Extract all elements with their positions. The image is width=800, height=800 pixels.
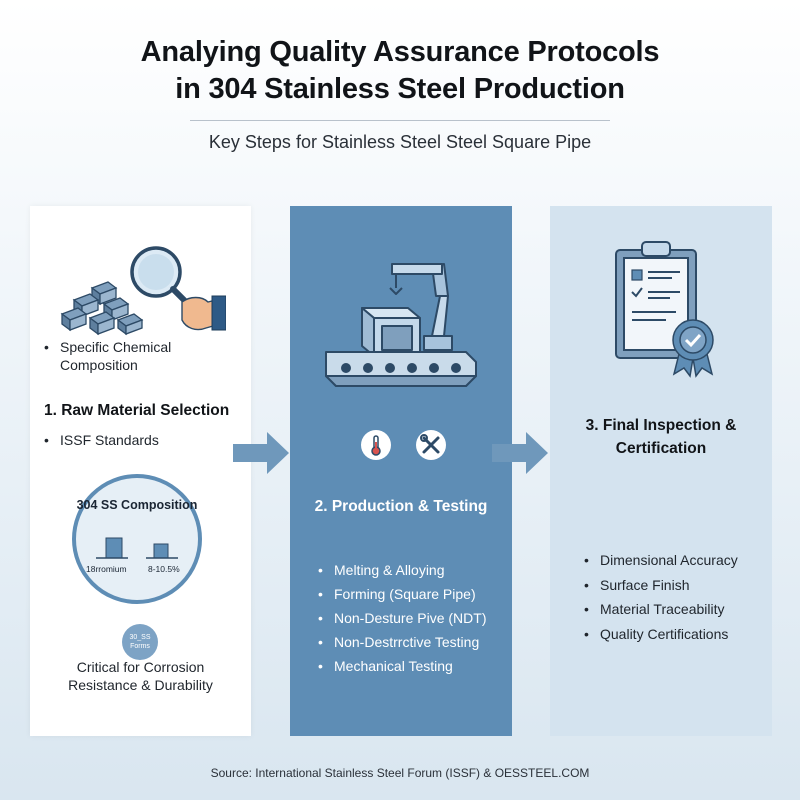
list-item: Surface Finish — [582, 573, 768, 598]
list-item: Material Traceability — [582, 597, 768, 622]
thermometer-icon — [361, 430, 391, 460]
list-item: Non-Desture Pive (NDT) — [316, 606, 506, 630]
final-inspection-illustration — [615, 241, 714, 378]
subtitle: Key Steps for Stainless Steel Steel Squa… — [208, 132, 592, 152]
bar-label-right: 8-10.5% — [148, 564, 180, 574]
step1-top-bullets: Specific Chemical Composition — [42, 338, 232, 374]
composition-bars — [96, 537, 178, 559]
hand-icon — [181, 295, 226, 331]
bar-label-left: 18rromium — [86, 564, 127, 574]
page-title: Analying Quality Assurance Protocols in … — [0, 34, 800, 108]
conveyor-robot-arm-icon — [325, 263, 477, 387]
list-item: Melting & Alloying — [316, 558, 506, 582]
list-item: ISSF Standards — [42, 432, 232, 448]
title-line-2: in 304 Stainless Steel Production — [175, 73, 625, 105]
magnifying-glass-icon — [130, 246, 191, 307]
arrow-right-icon — [233, 432, 289, 474]
raw-material-illustration — [60, 246, 226, 336]
step2-heading: 2. Production & Testing — [314, 498, 488, 515]
source-footnote: Source: International Stainless Steel Fo… — [210, 766, 590, 780]
list-item: Non-Destrrctive Testing — [316, 630, 506, 654]
list-item: Dimensional Accuracy — [582, 548, 768, 573]
list-item: Mechanical Testing — [316, 654, 506, 678]
arrow-right-icon — [492, 432, 548, 474]
grade-badge: 30_SS Forms — [122, 624, 158, 660]
title-line-1: Analying Quality Assurance Protocols — [140, 36, 660, 68]
list-item: Quality Certifications — [582, 622, 768, 647]
step1-panel: Specific Chemical Composition 1. Raw Mat… — [30, 206, 251, 736]
nickel-bar — [153, 543, 169, 559]
certification-badge-icon — [672, 319, 714, 378]
title-divider — [190, 120, 610, 121]
step3-panel: 3. Final Inspection & Certification Dime… — [550, 206, 772, 736]
step3-heading: 3. Final Inspection & Certification — [585, 417, 737, 457]
step1-heading: 1. Raw Material Selection — [44, 402, 230, 419]
step1-mid-bullets: ISSF Standards — [42, 432, 232, 448]
badge-line-1: 30_SS — [129, 634, 151, 641]
step2-bullets: Melting & Alloying Forming (Square Pipe)… — [316, 558, 506, 678]
list-item: Specific Chemical Composition — [42, 338, 232, 374]
wrench-screwdriver-icon — [416, 430, 446, 460]
composition-title: 304 SS Composition — [76, 498, 198, 512]
composition-circle: 304 SS Composition 18rromium 8-10.5% — [72, 474, 202, 604]
step2-panel: 2. Production & Testing Melting & Alloyi… — [290, 206, 512, 736]
steel-ingots-icon — [60, 281, 144, 336]
list-item: Forming (Square Pipe) — [316, 582, 506, 606]
badge-line-2: Forms — [130, 643, 150, 650]
chromium-bar — [105, 537, 123, 559]
step1-footer-note: Critical for Corrosion Resistance & Dura… — [68, 659, 213, 693]
step3-bullets: Dimensional Accuracy Surface Finish Mate… — [582, 548, 768, 646]
